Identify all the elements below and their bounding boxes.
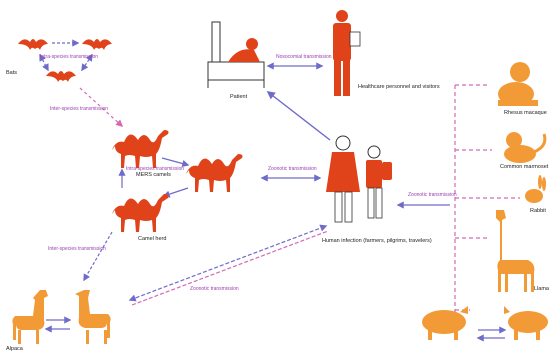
label-camel-group: MERS camels xyxy=(136,172,171,178)
patient-icon xyxy=(208,22,264,88)
arrow-camel-camel-1 xyxy=(162,158,188,165)
camel-icon xyxy=(112,194,169,232)
arrow-alpaca-human-2 xyxy=(132,231,328,305)
label-rhesus: Rhesus macaque xyxy=(504,110,547,116)
alpaca-group xyxy=(12,290,110,344)
label-alpaca-human: Zoonotic transmission xyxy=(190,286,239,292)
label-patient-staff: Nosocomial transmission xyxy=(276,54,332,60)
pig-icon xyxy=(422,306,468,340)
alpaca-icon xyxy=(75,290,111,344)
label-human-lab: Zoonotic transmission xyxy=(408,192,457,198)
label-llama: Llama xyxy=(534,286,550,292)
label-camel-alpaca: Inter-species transmission xyxy=(48,246,106,252)
lab-animals xyxy=(422,62,548,340)
label-camel-herd: Camel herd xyxy=(138,236,166,242)
camel-group xyxy=(112,130,243,232)
llama-icon xyxy=(496,210,534,292)
label-patient: Patient xyxy=(230,94,248,100)
arrow-human-patient xyxy=(268,92,330,140)
bat-icon xyxy=(18,39,48,50)
label-rabbit: Rabbit xyxy=(530,208,546,214)
rabbit-icon xyxy=(525,175,546,203)
label-bat-bat: Intra-species transmission xyxy=(40,54,98,60)
label-camel-human: Zoonotic transmission xyxy=(268,166,317,172)
arrow-camel-alpaca xyxy=(84,232,112,280)
rhesus-macaque-icon xyxy=(498,62,538,106)
pig-icon xyxy=(504,306,548,340)
label-bat-camel: Inter-species transmission xyxy=(50,106,108,112)
human-figures xyxy=(326,136,392,222)
label-healthcare: Healthcare personnel and visitors xyxy=(358,84,440,90)
human-icon xyxy=(326,136,360,222)
camel-icon xyxy=(112,130,169,168)
label-alpaca: Alpaca xyxy=(6,346,24,352)
bat-icon xyxy=(82,39,112,50)
bat-icon xyxy=(46,71,76,82)
alpaca-icon xyxy=(12,290,48,344)
label-bats: Bats xyxy=(6,70,17,76)
human-icon xyxy=(366,146,392,218)
marmoset-icon xyxy=(504,132,545,163)
camel-icon xyxy=(186,154,243,192)
label-humans: Human infection (farmers, pilgrims, trav… xyxy=(322,238,432,244)
arrows xyxy=(40,43,520,338)
label-camel-camel: Intra-species transmission xyxy=(126,166,184,172)
healthcare-worker-icon xyxy=(333,10,360,96)
bat-group xyxy=(18,39,112,82)
label-marmoset: Common marmoset xyxy=(500,164,549,170)
